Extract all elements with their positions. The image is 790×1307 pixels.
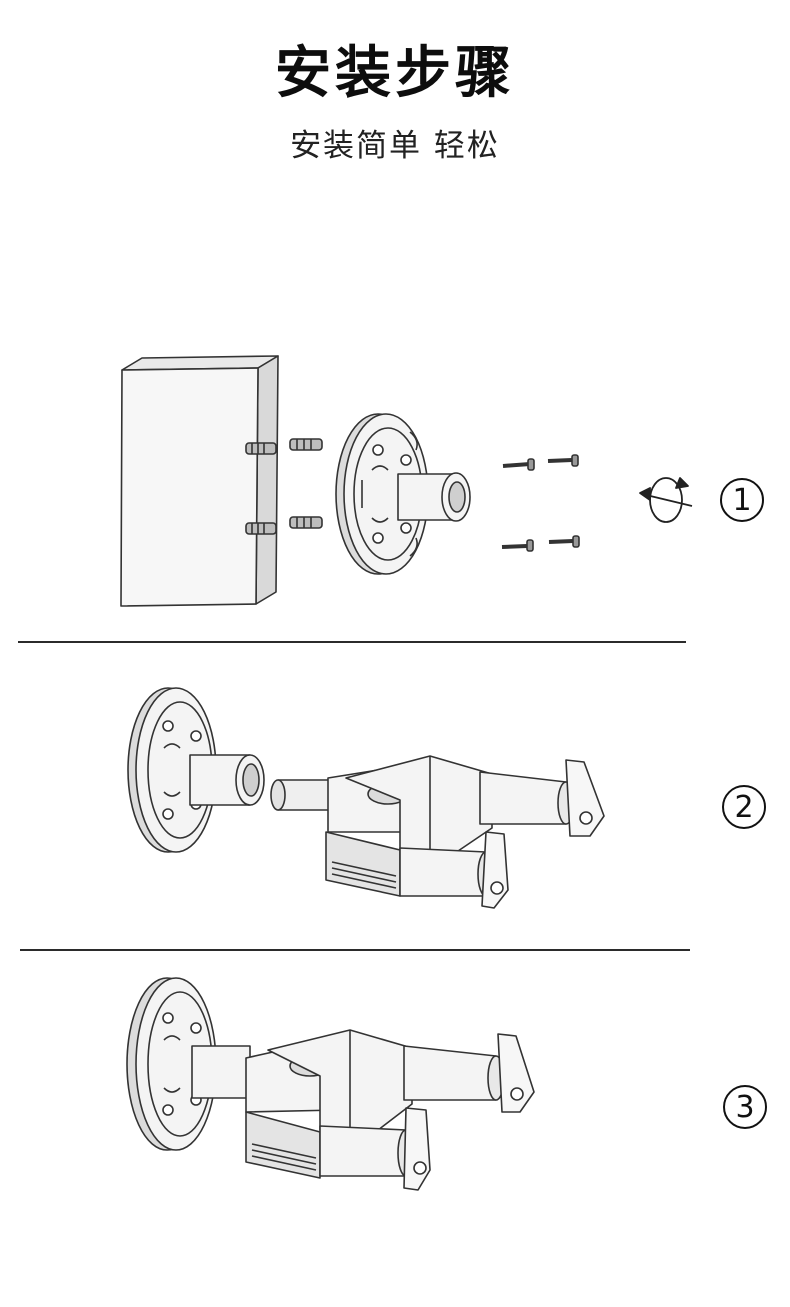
mounting-tube bbox=[397, 472, 471, 522]
mounting-tube bbox=[189, 754, 265, 806]
step-marker-1: 1 bbox=[720, 478, 764, 522]
wall-panel bbox=[120, 355, 279, 607]
section-divider-1 bbox=[18, 641, 686, 643]
step-marker-2: 2 bbox=[722, 785, 766, 829]
wall-anchor bbox=[289, 516, 323, 529]
base-plate bbox=[335, 413, 429, 575]
guitar-hanger bbox=[245, 1029, 535, 1191]
wall-anchor bbox=[289, 438, 323, 451]
guitar-hanger bbox=[270, 755, 605, 909]
step-3-illustration bbox=[126, 977, 535, 1191]
section-divider-2 bbox=[20, 949, 690, 951]
base-plate bbox=[126, 977, 217, 1151]
wall-anchor bbox=[245, 522, 277, 535]
step-1-illustration bbox=[120, 355, 693, 607]
base-plate bbox=[127, 687, 217, 853]
screw bbox=[548, 535, 580, 548]
mounting-tube bbox=[191, 1045, 251, 1099]
page-title: 安装步骤 bbox=[275, 41, 515, 106]
screw bbox=[501, 539, 534, 552]
step-2-illustration bbox=[127, 687, 605, 909]
rotate-icon bbox=[639, 477, 693, 523]
step-marker-3: 3 bbox=[723, 1085, 767, 1129]
screw bbox=[502, 458, 535, 471]
wall-anchor bbox=[245, 442, 277, 455]
screw bbox=[547, 454, 579, 467]
page-subtitle: 安装简单 轻松 bbox=[290, 128, 500, 164]
